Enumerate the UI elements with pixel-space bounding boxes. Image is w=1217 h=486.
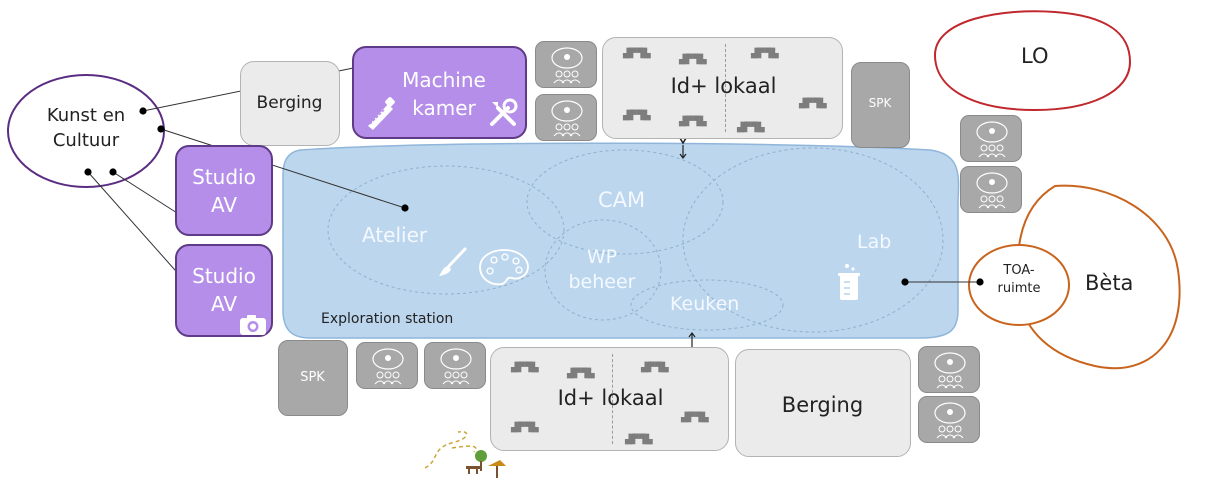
spk-left-room: SPK [278,340,348,416]
svg-text:▟▛▜▙: ▟▛▜▙ [736,121,766,133]
beaker-icon [838,264,860,300]
studio-av-room-1: Studio AV [175,145,273,236]
meeting-pod [918,346,980,393]
svg-text:▟▛▜▙: ▟▛▜▙ [640,361,670,373]
meeting-pod-icon [934,402,966,439]
room-divider [725,44,726,132]
wp-label-line1: WP [586,246,618,268]
meeting-pod [918,396,980,443]
camera-icon [240,315,266,335]
room-divider [612,354,613,444]
studio2-label-line2: AV [210,292,238,316]
id-lokaal-top-label: Id+ lokaal [670,74,777,98]
svg-text:▟▛▜▙: ▟▛▜▙ [510,361,540,373]
central-open-area [282,142,960,339]
kunst-label-line1: Kunst en [46,105,126,126]
toa-ruimte-ellipse [968,244,1070,326]
machine-kamer-label: Machine kamer [394,66,494,122]
meeting-pod [356,342,418,389]
toa-ruimte-label: TOA- ruimte [987,262,1051,298]
svg-text:▟▛▜▙: ▟▛▜▙ [622,47,652,59]
studio-av-1-label: Studio AV [177,163,271,219]
studio-av-2-label: Studio AV [177,262,271,318]
keuken-label: Keuken [670,293,740,315]
wp-label-line2: beheer [568,271,636,293]
spk-right-label: SPK [868,96,892,110]
meeting-pod-icon [440,348,472,385]
berging-bottom-room: Berging [735,349,911,457]
svg-text:▟▛▜▙: ▟▛▜▙ [510,421,540,433]
machine-label-line2: kamer [412,96,476,120]
atelier-label: Atelier [362,223,428,247]
svg-text:▟▛▜▙: ▟▛▜▙ [566,367,596,379]
meeting-pod [535,41,597,88]
tools-icon [490,98,518,126]
kunst-label-line2: Cultuur [52,130,120,151]
exploration-station-label: Exploration station [321,311,454,327]
spk-right-room: SPK [851,62,910,148]
meeting-pod-icon [372,348,404,385]
berging-top-room: Berging [240,61,340,146]
kunst-en-cultuur-label: Kunst en Cultuur [20,103,152,153]
id-lokaal-top-room: Id+ lokaal ▟▛▜▙ ▟▛▜▙ ▟▛▜▙ ▟▛▜▙ ▟▛▜▙ ▟▛▜▙… [602,37,843,139]
lab-label: Lab [857,231,892,253]
meeting-pod-icon [976,121,1008,158]
svg-text:▟▛▜▙: ▟▛▜▙ [678,115,708,127]
svg-text:▟▛▜▙: ▟▛▜▙ [624,433,654,445]
svg-text:▟▛▜▙: ▟▛▜▙ [680,411,710,423]
meeting-pod [960,115,1022,162]
meeting-pod-icon [976,172,1008,209]
lab-zone [682,147,944,333]
studio2-label-line1: Studio [192,264,256,288]
machine-kamer-room: Machine kamer [352,46,527,139]
toa-label-line2: ruimte [997,281,1041,296]
kunst-en-cultuur-ellipse [7,74,165,188]
meeting-pod [535,94,597,141]
cam-zone [526,149,724,255]
studio1-label-line1: Studio [192,165,256,189]
svg-text:▟▛▜▙: ▟▛▜▙ [622,109,652,121]
berging-top-label: Berging [256,93,323,113]
machine-label-line1: Machine [402,68,486,92]
keuken-zone [630,279,784,331]
beta-label: Bèta [1085,271,1134,295]
studio-av-room-2: Studio AV [175,244,273,337]
meeting-pod-icon [551,100,583,137]
saw-icon [368,97,395,130]
desk-group-icon: ▟▛▜▙ ▟▛▜▙ ▟▛▜▙ ▟▛▜▙ ▟▛▜▙ ▟▛▜▙ ▟▛▜▙ [622,47,828,133]
desk-group-icon: ▟▛▜▙ ▟▛▜▙ ▟▛▜▙ ▟▛▜▙ ▟▛▜▙ ▟▛▜▙ [510,361,710,445]
meeting-pod-icon [934,352,966,389]
svg-text:▟▛▜▙: ▟▛▜▙ [798,97,828,109]
atelier-zone [327,165,565,295]
id-lokaal-bottom-room: Id+ lokaal ▟▛▜▙ ▟▛▜▙ ▟▛▜▙ ▟▛▜▙ ▟▛▜▙ ▟▛▜▙ [490,347,729,451]
studio1-label-line2: AV [210,193,238,217]
meeting-pod [424,342,486,389]
svg-text:▟▛▜▙: ▟▛▜▙ [750,47,780,59]
toa-label-line1: TOA- [1003,263,1035,278]
meeting-pod-icon [551,47,583,84]
spk-left-label: SPK [300,370,325,385]
wp-beheer-label: WP beheer [560,245,644,295]
wp-beheer-zone [544,219,662,321]
lo-label: LO [1021,44,1049,68]
meeting-pod [960,166,1022,213]
park-icon [424,430,506,478]
palette-icon [479,249,529,286]
id-lokaal-bottom-label: Id+ lokaal [557,386,664,410]
brush-icon [439,247,467,276]
berging-bottom-label: Berging [781,393,864,417]
lo-ellipse [933,10,1132,112]
cam-label: CAM [598,188,646,212]
svg-text:▟▛▜▙: ▟▛▜▙ [678,53,708,65]
